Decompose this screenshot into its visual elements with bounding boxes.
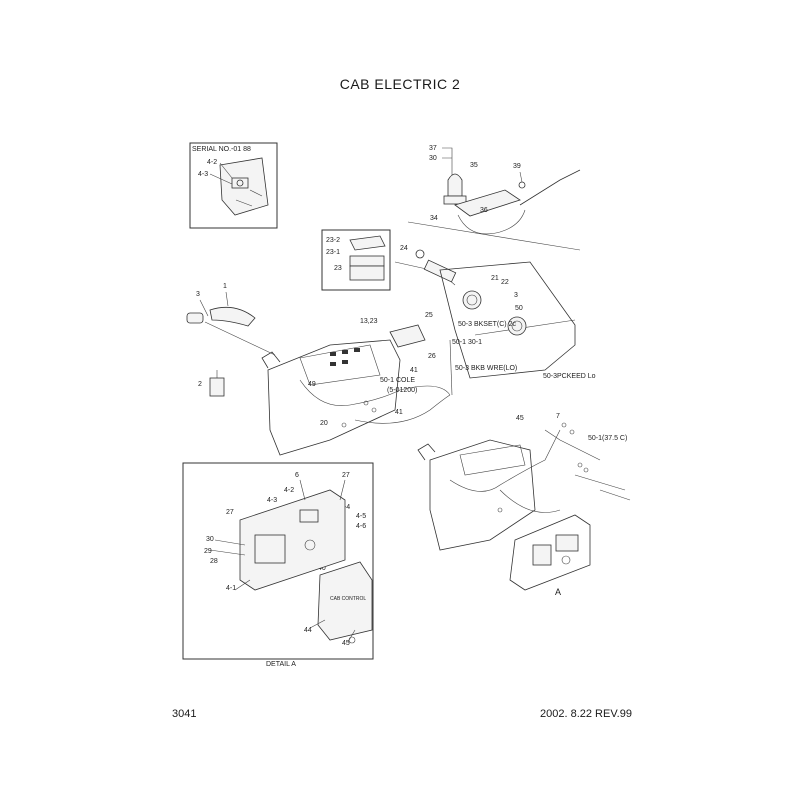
callout-23-2: 23-2: [326, 237, 340, 244]
callout-23: 23: [334, 265, 342, 272]
view-label-a: A: [555, 587, 561, 597]
callout-3: 3: [196, 291, 200, 298]
annotation-speaker-lo: 50-3PCKEED Lo: [543, 373, 596, 380]
callout-3-speaker: 3: [514, 292, 518, 299]
callout-30-a: 30: [206, 536, 214, 543]
callout-45-a: 45: [342, 640, 350, 647]
callout-4-3: 4-3: [267, 497, 277, 504]
beacon-lamp-group: 37 30 35 34 36 39: [407, 145, 581, 251]
revision-date: 2002. 8.22 REV.99: [540, 708, 632, 720]
callout-1: 1: [223, 283, 227, 290]
callout-4-2-inset: 4-2: [207, 159, 217, 166]
annotation-bkb-wire: 50-3 BKB WRE(LO): [455, 365, 517, 372]
callout-4-6: 4-6: [356, 523, 366, 530]
left-joystick-parts: 3 1 2: [186, 283, 276, 397]
callout-29: 29: [204, 548, 212, 555]
callout-35: 35: [470, 162, 478, 169]
callout-45: 45: [516, 415, 524, 422]
callout-27-a: 27: [342, 472, 350, 479]
annotation-5-01200: (5-01200): [387, 387, 417, 394]
callout-24: 24: [400, 245, 408, 252]
callout-41-a: 41: [410, 367, 418, 374]
callout-26: 26: [428, 353, 436, 360]
callout-2: 2: [198, 381, 202, 388]
annotation-30-1: 50-1 30-1: [452, 339, 482, 346]
callout-21: 21: [491, 275, 499, 282]
detail-a-label: DETAIL A: [266, 661, 296, 668]
callout-40: 40: [318, 565, 326, 572]
callout-23-1: 23-1: [326, 249, 340, 256]
callout-39: 39: [513, 163, 521, 170]
callout-4-5: 4-5: [356, 513, 366, 520]
callout-4-1: 4-1: [226, 585, 236, 592]
callout-7: 7: [556, 413, 560, 420]
callout-13-23: 13,23: [360, 318, 378, 325]
callout-44: 44: [304, 627, 312, 634]
callout-4-3-inset: 4-3: [198, 171, 208, 178]
detail-a-box: 6 27 4-2 4-3 4-4 4-5 4-6 27 30 29 28 4-1…: [182, 462, 374, 668]
callout-37: 37: [429, 145, 437, 152]
annotation-cab-control: CAB CONTROL: [330, 596, 366, 602]
annotation-50-1-37: 50-1(37.5 C): [588, 435, 627, 442]
inset-radio: 23-2 23-1 23: [321, 229, 391, 291]
detail-view-a: A: [509, 514, 591, 597]
left-console: 13,23 25 26 41 50-1 COLE (5-01200) 20 41…: [261, 312, 453, 456]
misc-fasteners: [341, 400, 589, 513]
callout-27-b: 27: [226, 509, 234, 516]
callout-19: 49: [308, 381, 316, 388]
annotation-coble: 50-1 COLE: [380, 377, 415, 384]
page-number: 3041: [172, 708, 197, 720]
callout-6: 6: [295, 472, 299, 479]
annotation-bkset: 50-3 BKSET(C) 2c: [458, 321, 516, 328]
callout-34: 34: [430, 215, 438, 222]
callout-50-speaker: 50: [515, 305, 523, 312]
callout-41-b: 41: [395, 409, 403, 416]
callout-36: 36: [480, 207, 488, 214]
rear-cab-panel: 21 22 3 50 50-3 BKSET(C) 2c 50-1 30-1 50…: [439, 261, 596, 380]
callout-4-2: 4-2: [284, 487, 294, 494]
callout-22: 22: [501, 279, 509, 286]
callout-28: 28: [210, 558, 218, 565]
callout-20: 20: [320, 420, 328, 427]
right-console: 45 7 50-1(37.5 C): [417, 413, 631, 551]
callout-30: 30: [429, 155, 437, 162]
callout-25: 25: [425, 312, 433, 319]
page-title: CAB ELECTRIC 2: [339, 76, 461, 92]
inset-detail-top-left: SERIAL NO.-01 88 4-2 4-3: [189, 142, 278, 229]
inset-header: SERIAL NO.-01 88: [192, 146, 251, 153]
